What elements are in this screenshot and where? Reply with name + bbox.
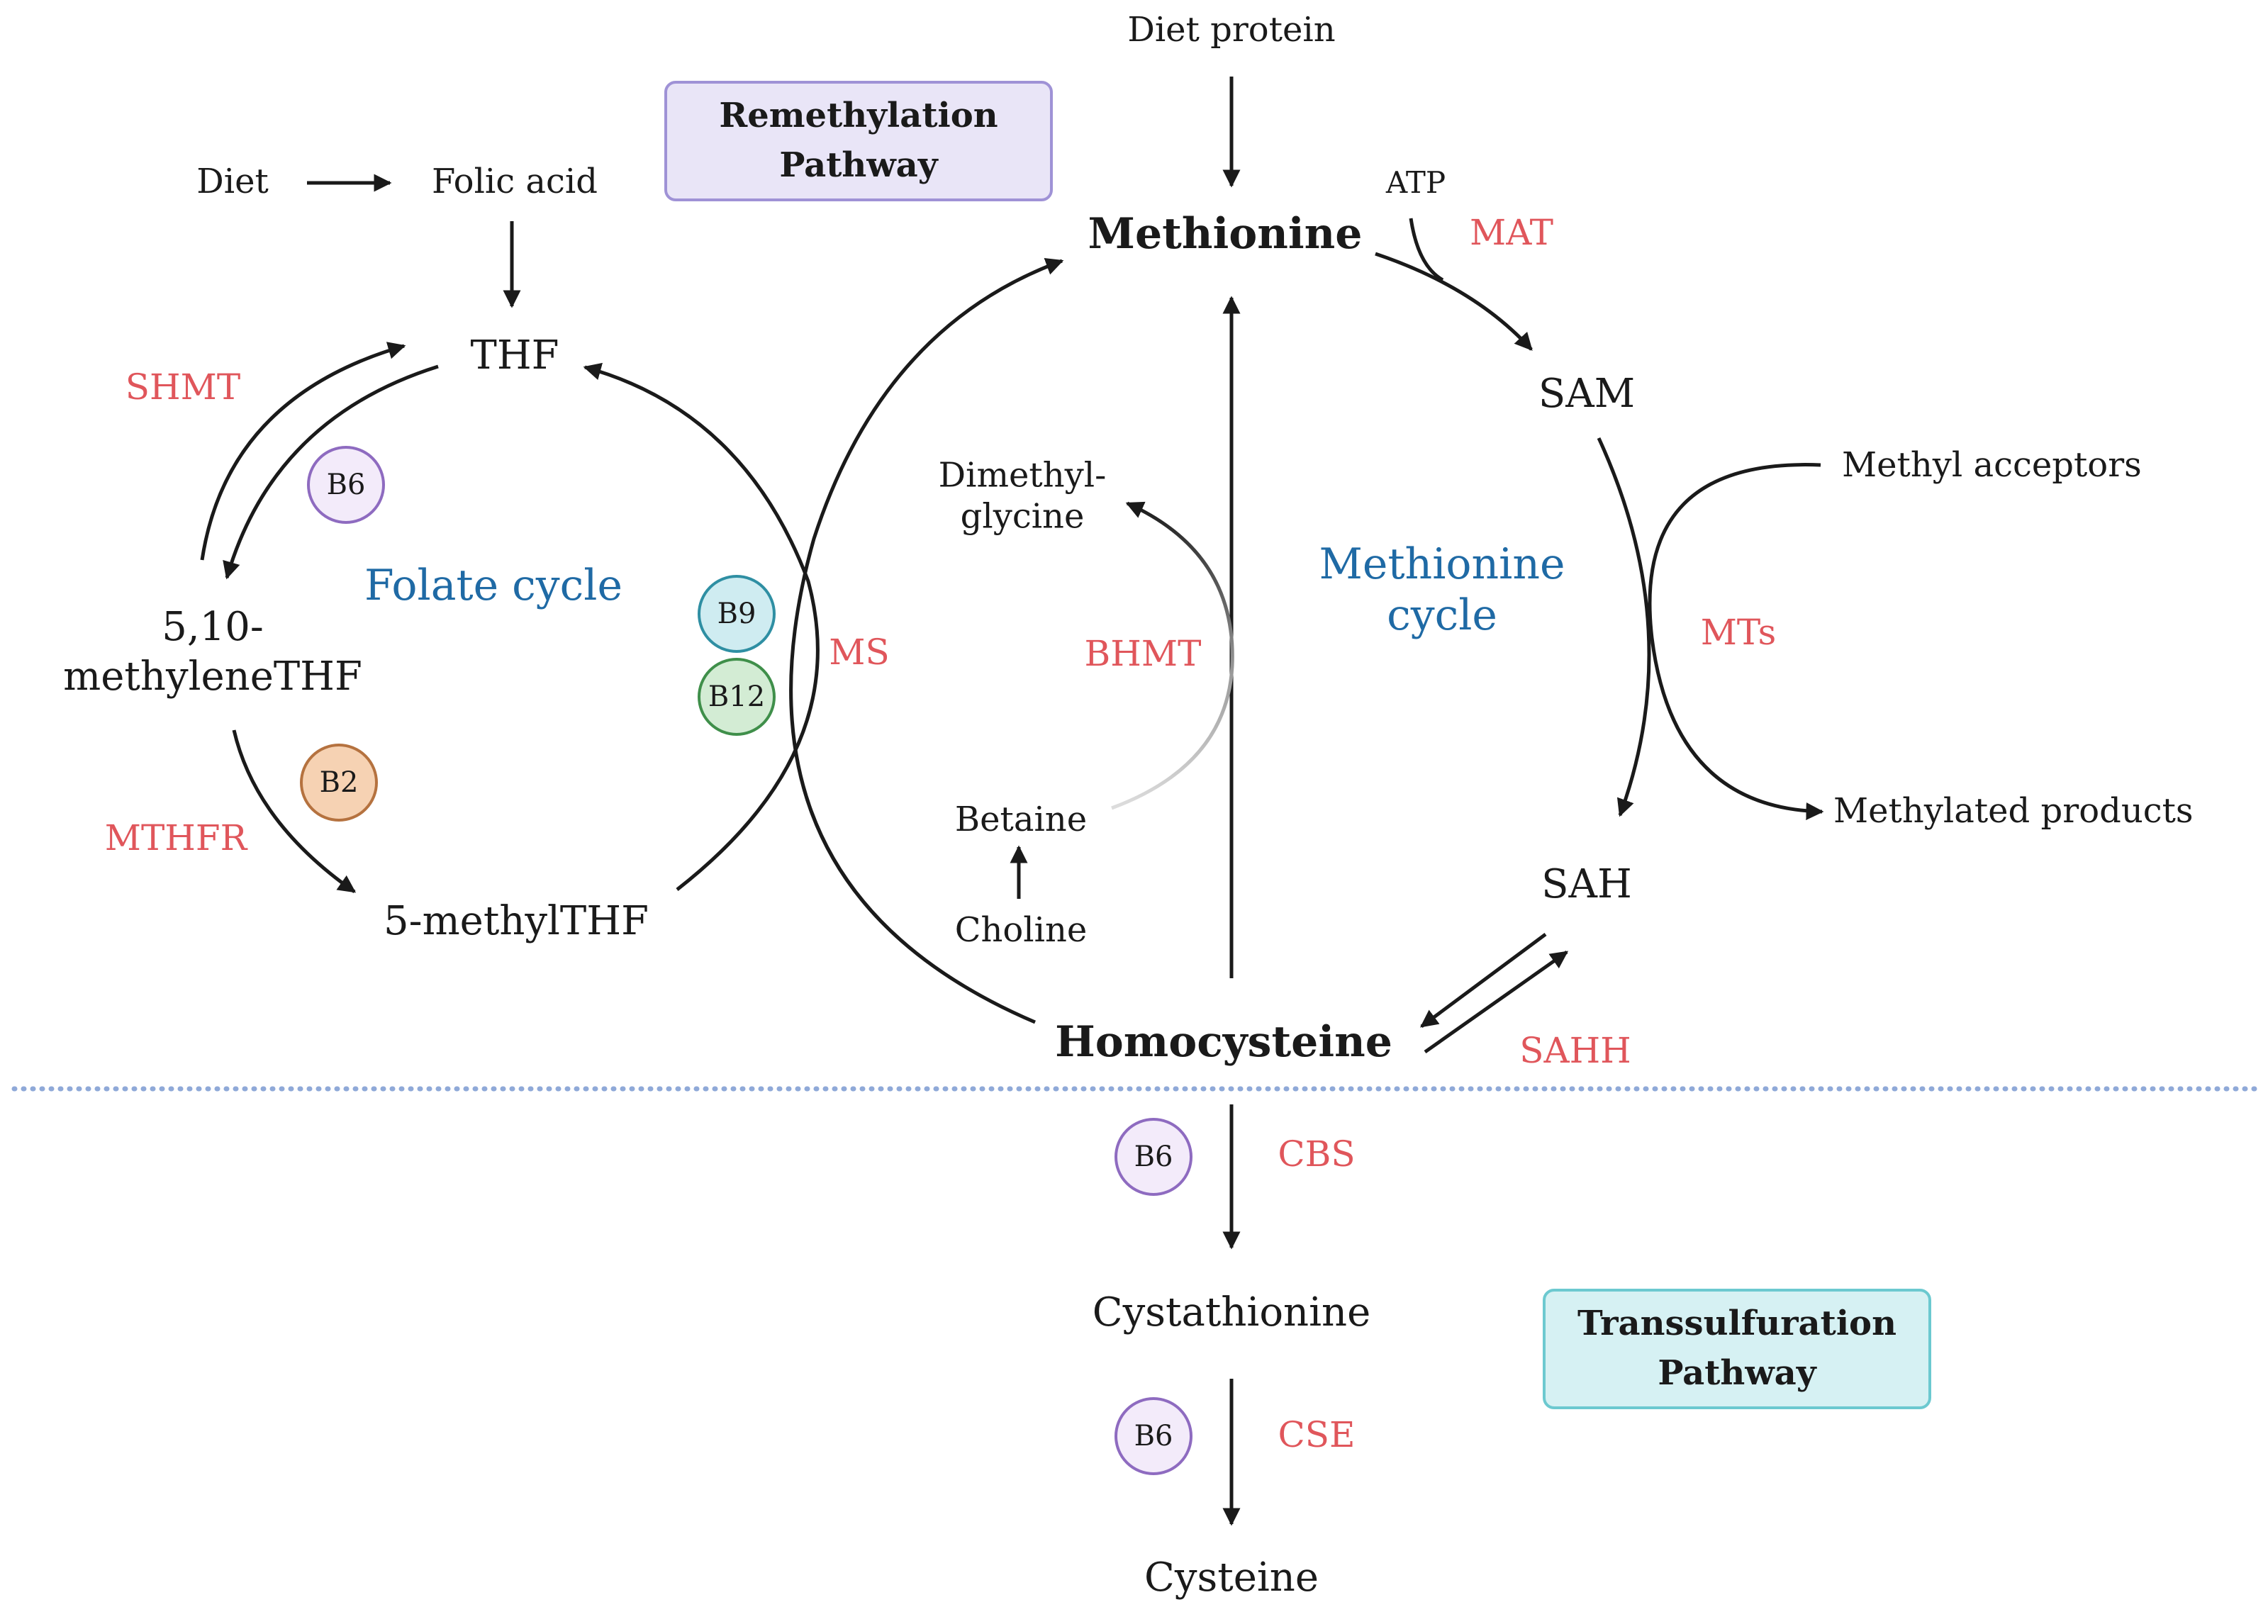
arrow-sah-homocysteine: [1419, 932, 1547, 1029]
arrow-ms-homocysteine-methionine: [789, 257, 1064, 1024]
arrow-homocysteine-sah: [1424, 950, 1569, 1054]
arrow-methylthf-thf: [583, 362, 820, 891]
methylated-products-label: Methylated products: [1833, 791, 2194, 831]
cofactor-b9: B9: [698, 575, 776, 653]
arrow-methylenethf-thf: [200, 342, 406, 561]
enzyme-mthfr: MTHFR: [104, 817, 247, 858]
arrow-methylenethf-methylthf: [232, 729, 357, 894]
transsulfuration-pathway-box: Transsulfuration Pathway: [1543, 1289, 1931, 1409]
diet-protein-label: Diet protein: [1127, 10, 1336, 50]
methylthf-label: 5-methylTHF: [384, 898, 649, 944]
sah-label: SAH: [1541, 861, 1632, 907]
methylenethf-label: 5,10- methyleneTHF: [63, 604, 362, 700]
choline-label: Choline: [954, 910, 1088, 950]
enzyme-bhmt: BHMT: [1084, 633, 1202, 674]
arrow-methionine-sam: [1375, 252, 1533, 351]
enzyme-sahh: SAHH: [1519, 1030, 1631, 1071]
diet-label: Diet: [196, 162, 269, 201]
enzyme-shmt: SHMT: [125, 366, 241, 408]
enzyme-ms: MS: [829, 632, 890, 673]
thf-label: THF: [470, 332, 559, 379]
folic-acid-label: Folic acid: [432, 162, 598, 201]
enzyme-cse: CSE: [1278, 1414, 1356, 1455]
arrow-sam-sah: [1597, 437, 1651, 817]
cofactor-b6-shmt: B6: [307, 446, 385, 524]
cystathionine-label: Cystathionine: [1092, 1289, 1371, 1335]
methyl-acceptors-label: Methyl acceptors: [1842, 445, 2142, 485]
arrow-thf-methylenethf: [223, 364, 439, 580]
enzyme-mat: MAT: [1470, 212, 1553, 253]
cysteine-label: Cysteine: [1144, 1555, 1319, 1601]
remethylation-pathway-box: Remethylation Pathway: [664, 81, 1053, 201]
atp-label: ATP: [1385, 165, 1446, 200]
sam-label: SAM: [1538, 371, 1636, 417]
enzyme-cbs: CBS: [1278, 1133, 1356, 1175]
betaine-label: Betaine: [954, 800, 1088, 839]
arrow-betaine-dimethylglycine: [1111, 501, 1234, 810]
methionine-cycle-label: Methionine cycle: [1319, 539, 1565, 640]
cofactor-b2: B2: [300, 744, 378, 822]
methionine-label: Methionine: [1088, 209, 1363, 259]
dimethylglycine-label: Dimethyl- glycine: [938, 455, 1107, 536]
cofactor-b6-cse: B6: [1115, 1397, 1192, 1475]
cofactor-b6-cbs: B6: [1115, 1118, 1192, 1196]
arrow-atp-merge: [1409, 218, 1444, 282]
cofactor-b12: B12: [698, 658, 776, 736]
enzyme-mts: MTs: [1700, 612, 1777, 653]
arrow-methyl-acceptors: [1648, 463, 1824, 820]
folate-cycle-label: Folate cycle: [364, 561, 622, 610]
homocysteine-label: Homocysteine: [1055, 1017, 1392, 1067]
